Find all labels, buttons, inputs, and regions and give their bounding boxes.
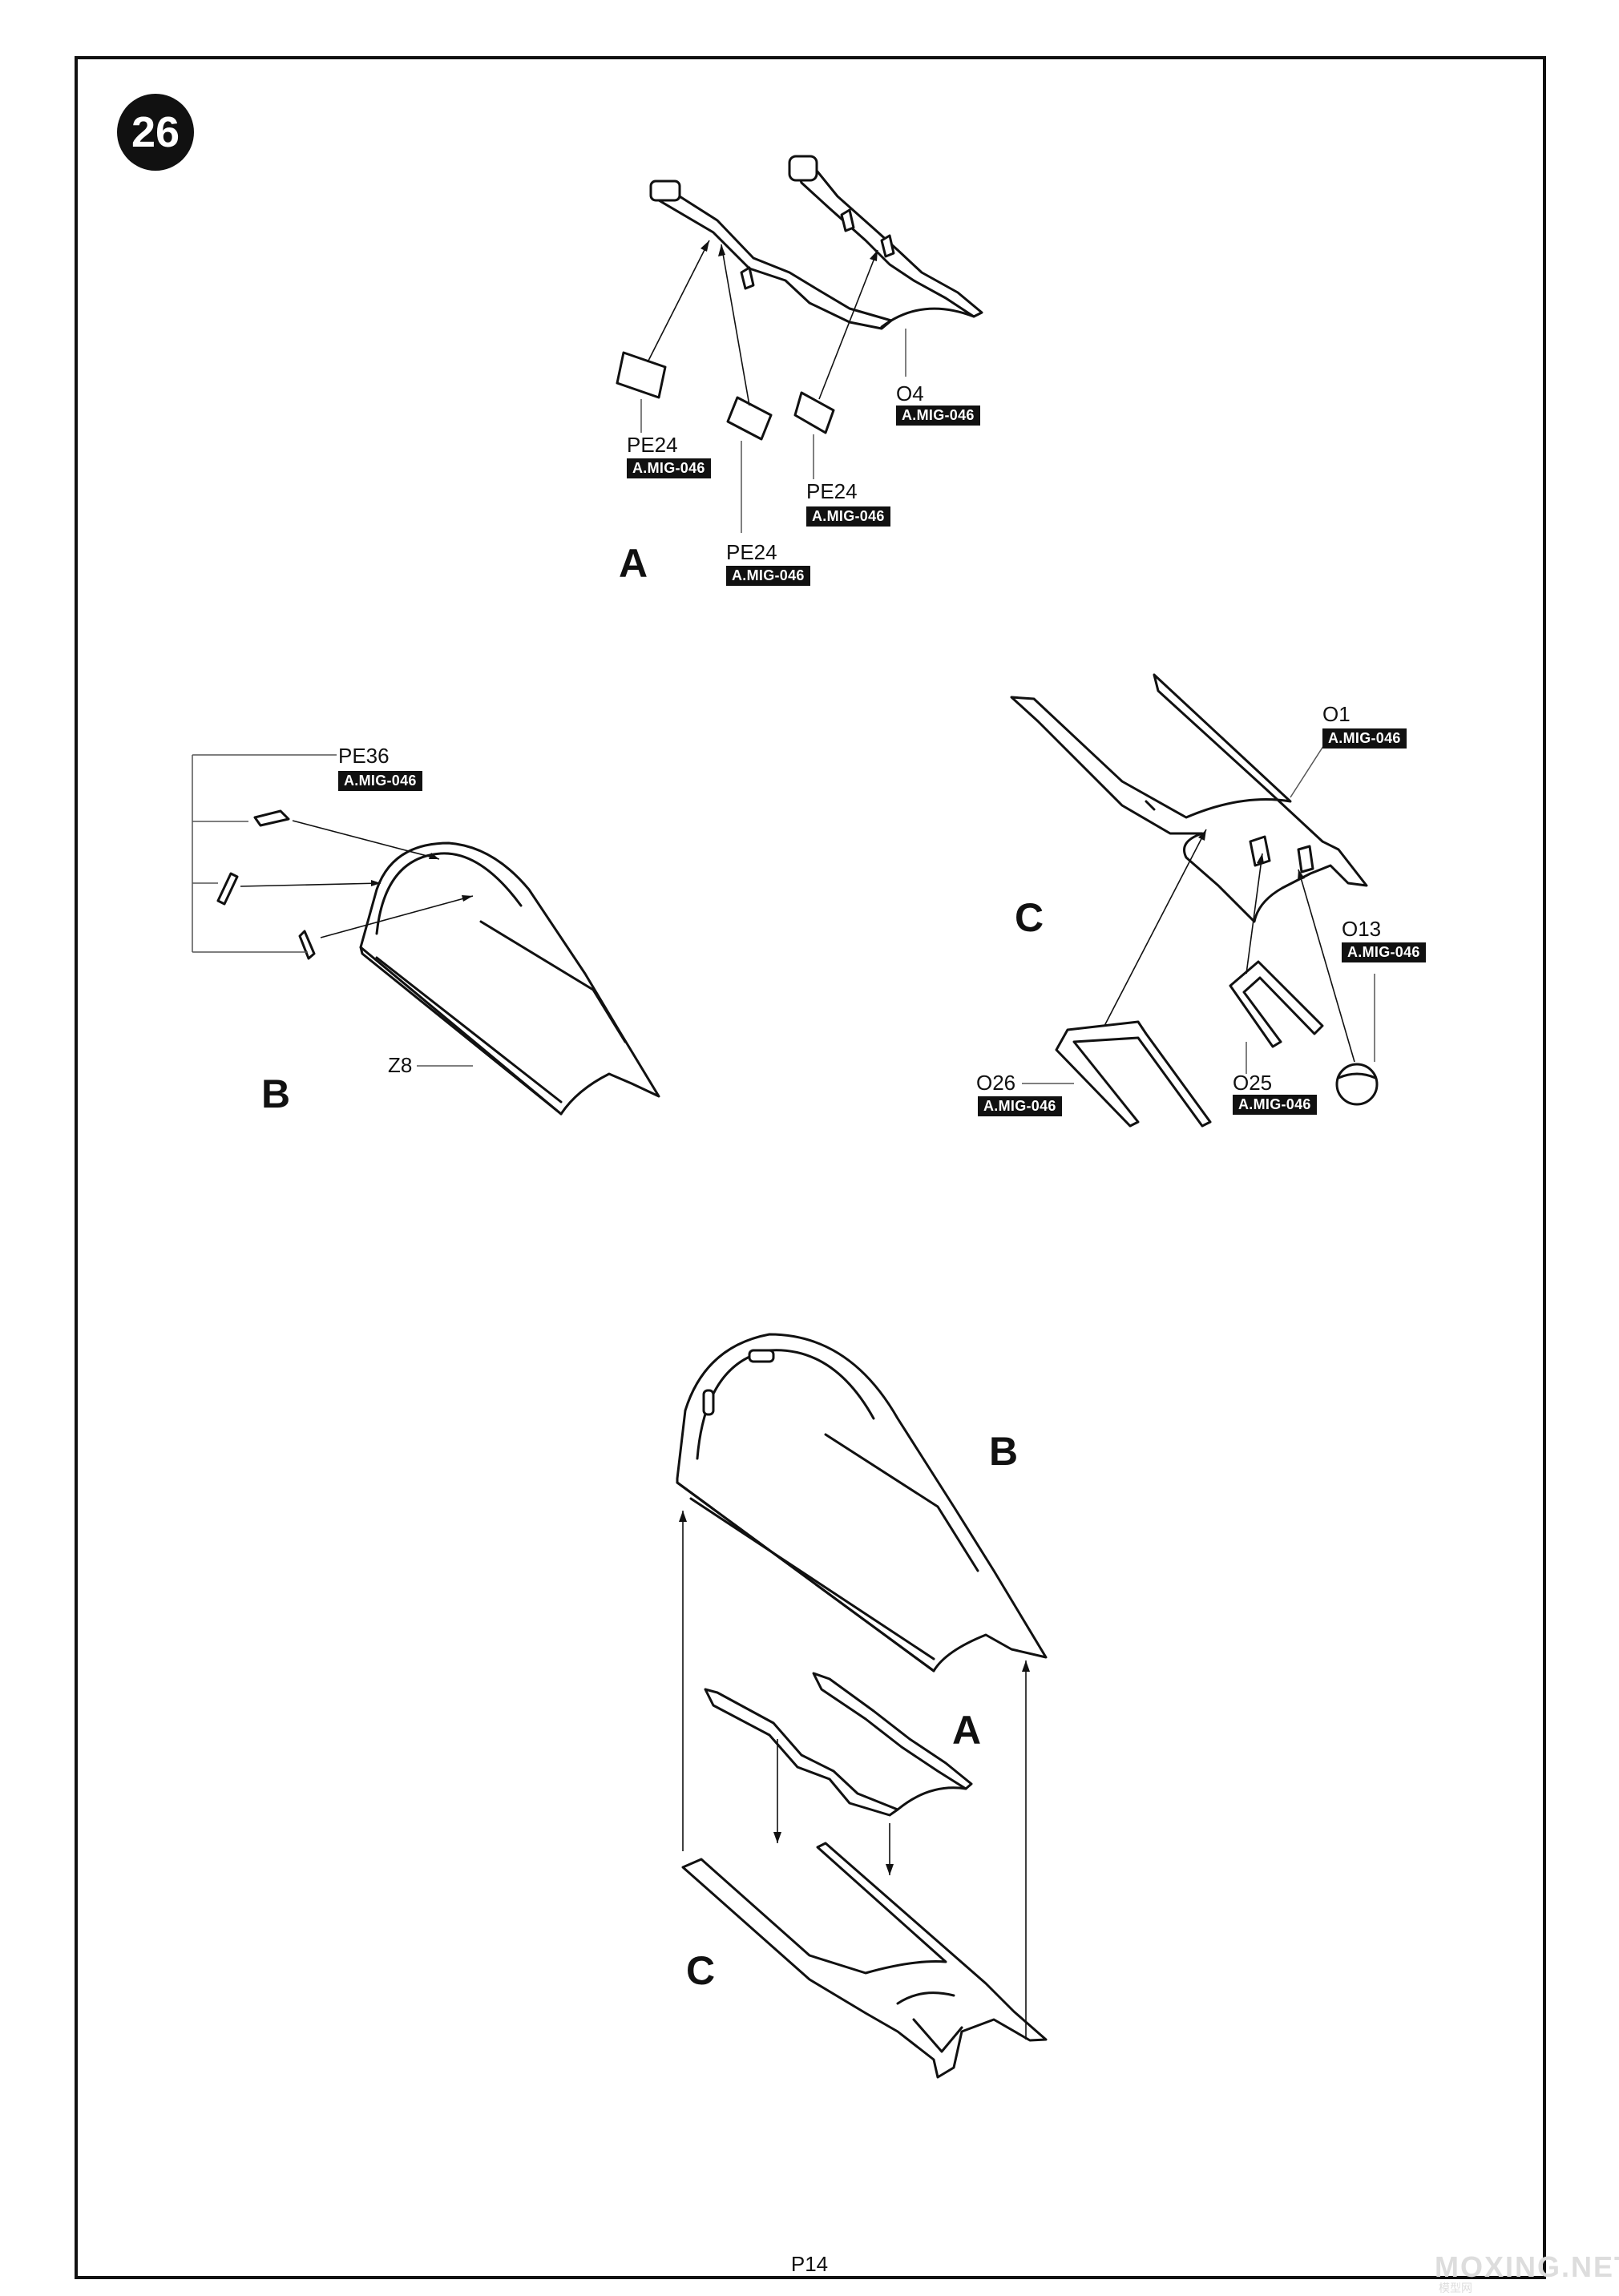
step-number-badge: 26 (117, 94, 194, 171)
pe24-plate-3 (793, 391, 835, 434)
part-label-o13: O13 (1342, 917, 1382, 941)
part-label-pe24-1: PE24 (627, 433, 678, 457)
part-label-pe36: PE36 (338, 744, 390, 768)
part-tag-pe24-3: A.MIG-046 (806, 506, 890, 527)
rail-left (654, 184, 893, 330)
subassembly-c-drawing (1010, 673, 1379, 1128)
part-tag-pe24-2: A.MIG-046 (726, 566, 810, 586)
pe36-piece-2 (216, 872, 239, 906)
pe36-piece-3 (298, 930, 316, 960)
page-frame (75, 56, 1546, 2279)
rail-right-clip (788, 155, 818, 182)
rail-left-clip (649, 180, 681, 202)
frame-o25 (1229, 960, 1324, 1048)
step-number: 26 (131, 108, 180, 156)
subassembly-label-c: C (1015, 895, 1044, 940)
part-tag-o4: A.MIG-046 (896, 406, 980, 426)
part-tag-o26: A.MIG-046 (978, 1096, 1062, 1116)
part-label-o26: O26 (976, 1071, 1016, 1095)
part-label-pe24-2: PE24 (726, 540, 777, 564)
part-label-o25: O25 (1233, 1071, 1273, 1095)
part-tag-pe36: A.MIG-046 (338, 771, 422, 791)
part-tag-o13: A.MIG-046 (1342, 942, 1426, 962)
final-label-c: C (686, 1948, 716, 1993)
page-number: P14 (790, 2252, 829, 2276)
rail-bow (880, 307, 975, 329)
pe24-plate-1 (616, 351, 667, 399)
part-label-o1: O1 (1322, 702, 1351, 726)
canopy-z8 (359, 841, 660, 1116)
pe36-piece-1 (253, 809, 290, 827)
final-assembly-drawing (676, 1333, 1048, 2079)
pe24-plate-2 (726, 396, 773, 441)
part-tag-o1: A.MIG-046 (1322, 728, 1407, 749)
final-canopy-b (676, 1333, 1048, 1673)
part-label-pe24-3: PE24 (806, 479, 858, 503)
subassembly-label-a: A (619, 541, 648, 586)
frame-o26 (1055, 1020, 1212, 1128)
subassembly-label-b: B (261, 1071, 291, 1116)
part-tag-o25: A.MIG-046 (1233, 1095, 1317, 1115)
part-tag-pe24-1: A.MIG-046 (627, 458, 711, 478)
subassembly-b-drawing (192, 754, 660, 1116)
frame-o1 (1010, 673, 1368, 923)
watermark-text: MOXING.NET (1435, 2250, 1619, 2283)
final-frame-c (681, 1842, 1048, 2079)
final-rails-a (704, 1688, 899, 1817)
part-label-z8: Z8 (388, 1053, 413, 1077)
final-label-a: A (952, 1708, 982, 1753)
watermark-subtext: 模型网 (1439, 2282, 1472, 2295)
ball-o13 (1335, 1063, 1379, 1106)
final-label-b: B (989, 1429, 1019, 1474)
subassembly-a-drawing (616, 155, 983, 533)
part-label-o4: O4 (896, 381, 924, 406)
